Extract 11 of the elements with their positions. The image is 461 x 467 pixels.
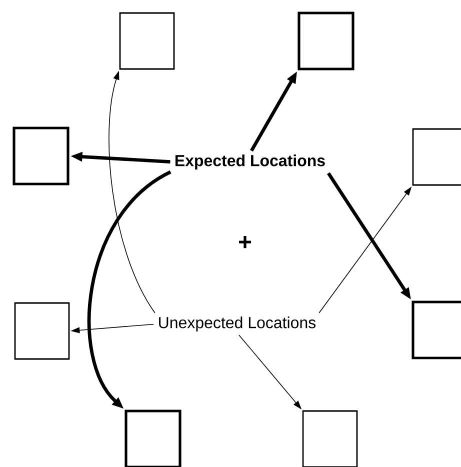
fixation-cross: + (239, 236, 252, 248)
location-label: Expected Locations (175, 154, 325, 170)
location-box (412, 128, 461, 186)
location-box (298, 12, 354, 70)
location-box (124, 410, 182, 467)
location-box (119, 12, 175, 70)
location-box (412, 300, 461, 360)
location-box (302, 410, 358, 467)
location-box (14, 302, 70, 360)
location-box (12, 126, 70, 186)
location-label: Unexpected Locations (159, 316, 316, 332)
